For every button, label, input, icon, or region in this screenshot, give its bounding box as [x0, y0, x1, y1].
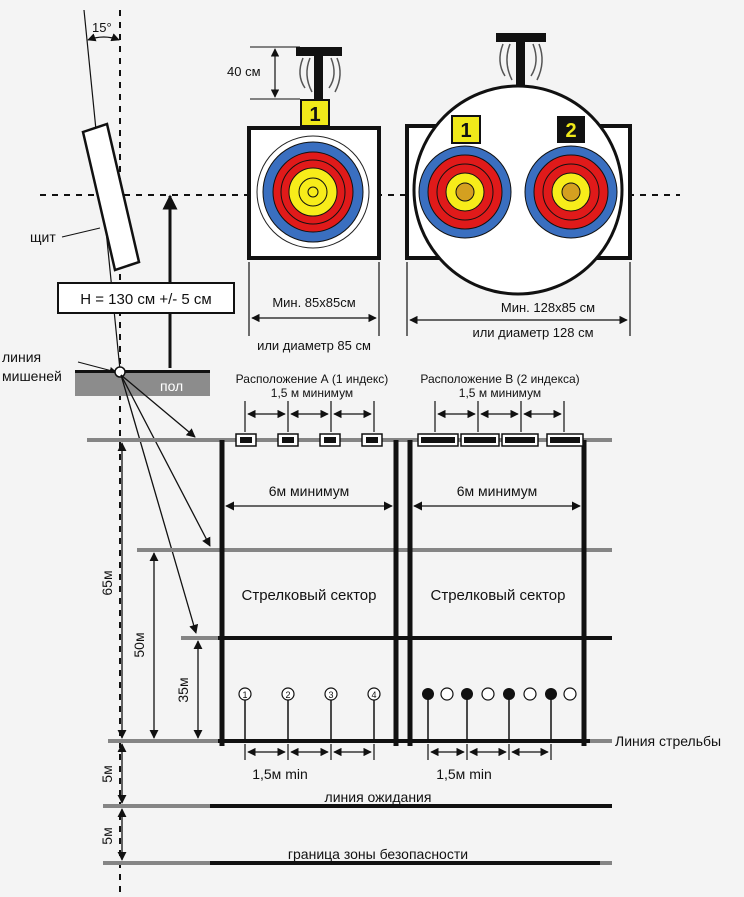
lane-b-bosses [417, 433, 584, 447]
lane-a-archers: 1 2 3 4 [238, 687, 381, 741]
target-line-label-2: мишеней [2, 368, 62, 384]
lane-b-archer-spacing [427, 744, 552, 760]
double-index-1: 1 [460, 120, 471, 142]
dist-5m-label-2: 5м [99, 827, 115, 844]
floor-surface [75, 370, 210, 373]
double-size-label: Мин. 128x85 см [501, 300, 595, 315]
floor-block [75, 372, 210, 396]
single-target-group: 1 [247, 47, 381, 260]
safety-line-label: граница зоны безопасности [288, 846, 468, 862]
archer-2: 2 [285, 690, 290, 700]
shooting-line-label: Линия стрельбы [615, 733, 721, 749]
double-diameter-label: или диаметр 128 см [472, 325, 593, 340]
dist-35m-label: 35м [175, 677, 191, 702]
stand-height-label: 40 см [227, 64, 261, 79]
lane-a-archer-spacing-label: 1,5м min [252, 766, 308, 782]
target-line-label-1: линия [2, 349, 41, 365]
ray-to-65m [120, 374, 196, 438]
single-size-label: Мин. 85x85см [272, 295, 355, 310]
double-target-group: 1 2 [405, 33, 632, 296]
layout-a-spacing-arrows [244, 401, 375, 432]
lane-b-archers [422, 687, 577, 741]
layout-b-spacing: 1,5 м минимум [459, 386, 541, 400]
ray-to-35m [120, 374, 199, 634]
dist-65m-label: 65м [99, 570, 115, 595]
archer-1: 1 [242, 690, 247, 700]
shield-rect [81, 122, 141, 272]
height-box [57, 282, 235, 314]
waiting-line-label: линия ожидания [325, 789, 432, 805]
layout-b-spacing-arrows [434, 401, 565, 432]
shield-leader [61, 227, 101, 238]
archer-3: 3 [328, 690, 333, 700]
sector-b-label: Стрелковый сектор [431, 587, 566, 604]
height-label: H = 130 см +/- 5 см [80, 291, 212, 308]
single-diameter-label: или диаметр 85 см [257, 338, 371, 353]
ray-to-50m [120, 374, 211, 547]
floor-label: пол [160, 378, 183, 394]
lane-a-bosses [235, 433, 383, 447]
angle-label: 15° [92, 20, 112, 35]
dist-50m-label: 50м [131, 632, 147, 657]
dist-5m-label-1: 5м [99, 765, 115, 782]
lane-a-archer-spacing [244, 744, 375, 760]
target-line-point [114, 366, 126, 378]
lane-b-archer-spacing-label: 1,5м min [436, 766, 492, 782]
angle-arc [87, 33, 120, 42]
archer-4: 4 [371, 690, 376, 700]
layout-a-spacing: 1,5 м минимум [271, 386, 353, 400]
layout-b-title: Расположение В (2 индекса) [420, 372, 579, 386]
layout-a-title: Расположение А (1 индекс) [236, 372, 389, 386]
sector-a-label: Стрелковый сектор [242, 587, 377, 604]
single-index-number: 1 [309, 104, 320, 126]
lane-a-width-label: 6м минимум [269, 483, 350, 499]
lane-b-width-label: 6м минимум [457, 483, 538, 499]
double-index-2: 2 [565, 120, 576, 142]
shield-label: щит [30, 229, 56, 245]
